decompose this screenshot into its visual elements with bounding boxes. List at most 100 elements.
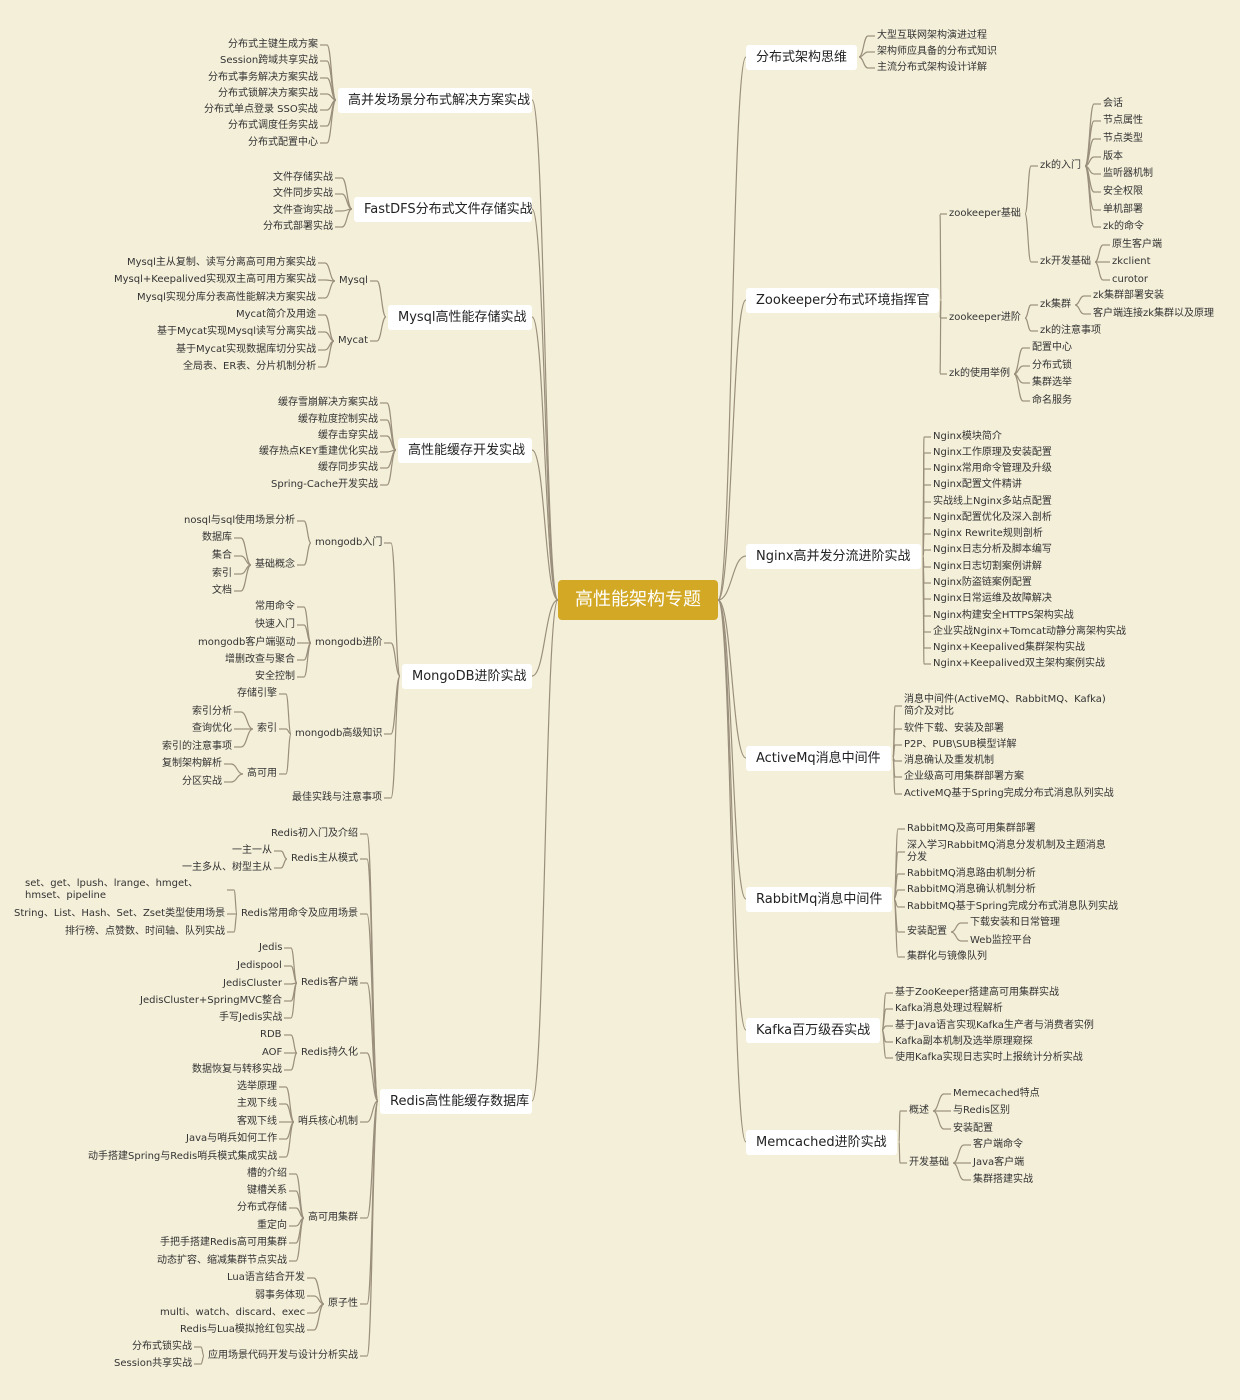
topic-nosql-sql[interactable]: nosql与sql使用场景分析 [184, 515, 296, 526]
topic-redis[interactable]: Redis初入门及介绍 [271, 828, 358, 839]
topic-topic[interactable]: 节点类型 [1103, 133, 1143, 144]
topic-topic[interactable]: 安装配置 [907, 926, 947, 937]
topic-spring-redis[interactable]: 动手搭建Spring与Redis哨兵模式集成实战 [88, 1151, 278, 1162]
topic-rabbitmq[interactable]: 深入学习RabbitMQ消息分发机制及主题消息分发 [907, 840, 1106, 863]
topic-mycat[interactable]: Mycat [338, 335, 369, 346]
topic-topic[interactable]: 哨兵核心机制 [298, 1116, 358, 1127]
topic-multi-watch-discard-exec[interactable]: multi、watch、discard、exec [160, 1307, 306, 1318]
topic-topic[interactable]: 客观下线 [237, 1116, 277, 1127]
topic-mongodb[interactable]: mongodb高级知识 [295, 728, 383, 739]
topic-redis[interactable]: Redis常用命令及应用场景 [241, 908, 358, 919]
topic-topic[interactable]: 安全控制 [255, 671, 295, 682]
topic-topic[interactable]: 集群化与镜像队列 [907, 951, 987, 962]
topic-jedispool[interactable]: Jedispool [237, 960, 282, 971]
topic-sso[interactable]: 分布式单点登录 SSO实战 [204, 104, 318, 115]
branch-kafka[interactable]: Kafka百万级吞实战 [746, 1018, 881, 1043]
topic-lua[interactable]: Lua语言结合开发 [227, 1272, 305, 1283]
topic-mongodb[interactable]: mongodb入门 [315, 537, 383, 548]
topic-zookeeper[interactable]: zookeeper进阶 [949, 312, 1021, 323]
branch-nginx[interactable]: Nginx高并发分流进阶实战 [746, 544, 921, 569]
topic-topic[interactable]: 文件查询实战 [273, 205, 333, 216]
branch-zookeeper[interactable]: Zookeeper分布式环境指挥官 [746, 288, 940, 313]
topic-topic[interactable]: 槽的介绍 [247, 1168, 287, 1179]
topic-nginx[interactable]: Nginx防盗链案例配置 [933, 577, 1032, 588]
topic-topic[interactable]: 分布式锁解决方案实战 [218, 88, 318, 99]
branch-memcached[interactable]: Memcached进阶实战 [746, 1130, 897, 1155]
topic-redis[interactable]: Redis主从模式 [291, 853, 358, 864]
topic-rdb[interactable]: RDB [260, 1029, 282, 1040]
topic-topic[interactable]: 缓存同步实战 [318, 462, 378, 473]
topic-er[interactable]: 全局表、ER表、分片机制分析 [183, 361, 317, 372]
topic-zk[interactable]: zk集群部署安装 [1093, 290, 1165, 301]
topic-activemq-rabbitmq-kafka[interactable]: 消息中间件(ActiveMQ、RabbitMQ、Kafka)简介及对比 [904, 694, 1106, 717]
topic-activemq-spring[interactable]: ActiveMQ基于Spring完成分布式消息队列实战 [904, 788, 1114, 799]
topic-web[interactable]: Web监控平台 [970, 935, 1032, 946]
topic-topic[interactable]: 键槽关系 [247, 1185, 287, 1196]
topic-topic[interactable]: 选举原理 [237, 1081, 277, 1092]
topic-topic[interactable]: 原子性 [328, 1298, 358, 1309]
topic-topic[interactable]: 增删改查与聚合 [225, 654, 295, 665]
topic-topic[interactable]: 集合 [212, 550, 232, 561]
topic-nginx-keepalived[interactable]: Nginx+Keepalived双主架构案例实战 [933, 658, 1106, 669]
topic-topic[interactable]: 会话 [1103, 98, 1123, 109]
topic-topic[interactable]: 架构师应具备的分布式知识 [877, 46, 997, 57]
topic-mycat-mysql[interactable]: 基于Mycat实现Mysql读写分离实战 [157, 326, 316, 337]
topic-jediscluster[interactable]: JedisCluster [223, 978, 282, 989]
topic-rabbitmq-spring[interactable]: RabbitMQ基于Spring完成分布式消息队列实战 [907, 901, 1119, 912]
topic-java[interactable]: Java客户端 [973, 1157, 1025, 1168]
topic-zk[interactable]: zk的注意事项 [1040, 325, 1102, 336]
topic-mysql[interactable]: Mysql主从复制、读写分离高可用方案实战 [127, 257, 316, 268]
topic-topic[interactable]: 缓存雪崩解决方案实战 [278, 397, 378, 408]
branch-topic[interactable]: 高性能缓存开发实战 [398, 438, 532, 463]
topic-zk[interactable]: zk集群 [1040, 299, 1072, 310]
topic-topic[interactable]: 排行榜、点赞数、时间轴、队列实战 [65, 926, 225, 937]
branch-mysql[interactable]: Mysql高性能存储实战 [388, 305, 532, 330]
topic-topic[interactable]: 高可用 [247, 768, 277, 779]
topic-key[interactable]: 缓存热点KEY重建优化实战 [259, 446, 378, 457]
root-topic[interactable]: 高性能架构专题 [558, 580, 718, 620]
topic-redis[interactable]: Redis客户端 [301, 977, 358, 988]
topic-nginx[interactable]: 实战线上Nginx多站点配置 [933, 496, 1052, 507]
topic-nginx[interactable]: Nginx常用命令管理及升级 [933, 463, 1052, 474]
topic-topic[interactable]: 应用场景代码开发与设计分析实战 [208, 1350, 358, 1361]
topic-topic[interactable]: 复制架构解析 [162, 758, 222, 769]
topic-nginx-https[interactable]: Nginx构建安全HTTPS架构实战 [933, 610, 1074, 621]
topic-topic[interactable]: 分布式存储 [237, 1202, 287, 1213]
topic-topic[interactable]: 集群选举 [1032, 377, 1072, 388]
topic-topic[interactable]: 分布式部署实战 [263, 221, 333, 232]
topic-topic[interactable]: 一主多从、树型主从 [182, 862, 272, 873]
topic-topic[interactable]: 索引的注意事项 [162, 741, 232, 752]
topic-aof[interactable]: AOF [262, 1047, 283, 1058]
branch-mongodb[interactable]: MongoDB进阶实战 [402, 664, 532, 689]
topic-nginx[interactable]: Nginx日志分析及脚本编写 [933, 544, 1052, 555]
branch-redis[interactable]: Redis高性能缓存数据库 [380, 1089, 532, 1114]
topic-topic[interactable]: 安全权限 [1103, 186, 1143, 197]
topic-topic[interactable]: 大型互联网架构演进过程 [877, 30, 987, 41]
topic-zk[interactable]: 客户端连接zk集群以及原理 [1093, 308, 1215, 319]
topic-topic[interactable]: 重定向 [257, 1220, 287, 1231]
topic-kafka[interactable]: 使用Kafka实现日志实时上报统计分析实战 [895, 1052, 1083, 1063]
topic-jedis[interactable]: 手写Jedis实战 [219, 1012, 283, 1023]
topic-topic[interactable]: 集群搭建实战 [973, 1174, 1033, 1185]
topic-rabbitmq[interactable]: RabbitMQ消息路由机制分析 [907, 868, 1036, 879]
topic-rabbitmq[interactable]: RabbitMQ及高可用集群部署 [907, 823, 1036, 834]
topic-topic[interactable]: 缓存粒度控制实战 [298, 414, 378, 425]
topic-topic[interactable]: 主观下线 [237, 1098, 277, 1109]
topic-jediscluster-springmvc[interactable]: JedisCluster+SpringMVC整合 [140, 995, 283, 1006]
topic-topic[interactable]: 单机部署 [1103, 204, 1143, 215]
topic-nginx[interactable]: Nginx日常运维及故障解决 [933, 593, 1052, 604]
branch-topic[interactable]: 分布式架构思维 [746, 45, 858, 70]
topic-topic[interactable]: 安装配置 [953, 1123, 993, 1134]
topic-topic[interactable]: 命名服务 [1032, 395, 1072, 406]
topic-topic[interactable]: 监听器机制 [1103, 168, 1153, 179]
topic-p2p-pub-sub[interactable]: P2P、PUB\SUB模型详解 [904, 739, 1017, 750]
topic-session[interactable]: Session跨域共享实战 [220, 55, 319, 66]
topic-redis[interactable]: 手把手搭建Redis高可用集群 [160, 1237, 287, 1248]
topic-topic[interactable]: 查询优化 [192, 723, 232, 734]
topic-zk[interactable]: zk的命令 [1103, 221, 1145, 232]
topic-nginx-tomcat[interactable]: 企业实战Nginx+Tomcat动静分离架构实战 [933, 626, 1127, 637]
topic-jedis[interactable]: Jedis [259, 942, 283, 953]
topic-topic[interactable]: 缓存击穿实战 [318, 430, 378, 441]
topic-topic[interactable]: 分布式事务解决方案实战 [208, 72, 318, 83]
topic-topic[interactable]: 数据恢复与转移实战 [192, 1064, 282, 1075]
